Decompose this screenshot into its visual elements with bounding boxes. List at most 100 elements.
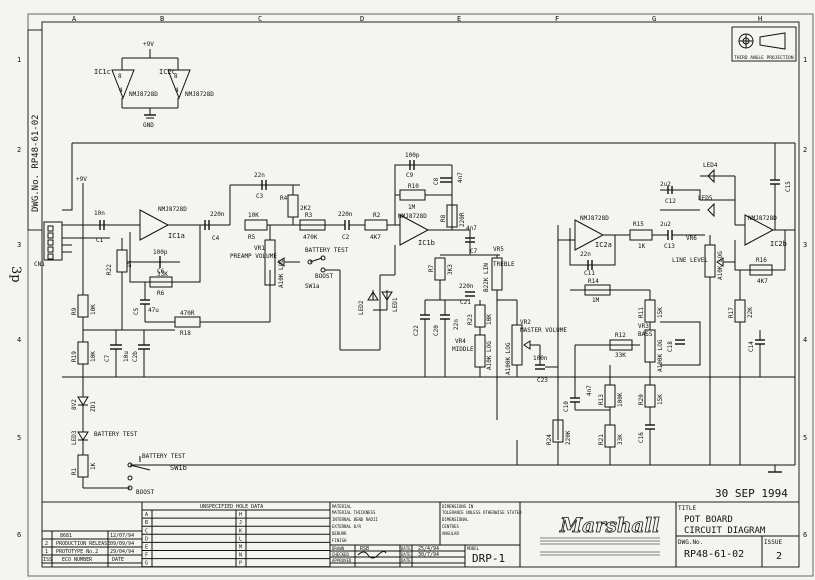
checked-date: 30/7/94 bbox=[418, 552, 439, 558]
c16-label: C16 bbox=[638, 432, 645, 443]
col-d-label: D bbox=[360, 15, 364, 23]
battery-test-switch-label: BATTERY TEST bbox=[305, 247, 349, 254]
r18-label: R18 bbox=[180, 330, 191, 337]
ic1c-symbol bbox=[111, 69, 135, 100]
r4-label: R4 bbox=[280, 195, 288, 202]
svg-text:4n7: 4n7 bbox=[466, 225, 477, 232]
svg-text:29/04/94: 29/04/94 bbox=[110, 549, 134, 555]
svg-text:MODEL: MODEL bbox=[467, 546, 480, 551]
r9-label: R9 bbox=[71, 307, 78, 315]
row-2-label: 2 bbox=[17, 146, 21, 154]
projection-cone-icon bbox=[759, 32, 786, 50]
r23-label: R23 bbox=[467, 314, 474, 325]
c3-label: C3 bbox=[256, 193, 264, 200]
r2-label: R2 bbox=[373, 212, 381, 219]
vr4-name: MIDDLE bbox=[452, 346, 474, 353]
vr1-name: PREAMP VOLUME bbox=[230, 253, 277, 260]
row-3-label-right: 3 bbox=[803, 241, 807, 249]
svg-text:10u: 10u bbox=[123, 351, 130, 362]
r14-label: R14 bbox=[588, 278, 599, 285]
row-2-label-right: 2 bbox=[803, 146, 807, 154]
hole-row-left-D: D bbox=[145, 536, 148, 542]
vr4-label: VR4 bbox=[455, 338, 466, 345]
drawing-border bbox=[41, 21, 800, 568]
hole-row-right-N: N bbox=[239, 553, 242, 559]
ic1a-symbol bbox=[139, 209, 170, 241]
svg-text:10n: 10n bbox=[94, 210, 105, 217]
revision-desc-0: 8681 bbox=[60, 533, 72, 539]
svg-text:1K: 1K bbox=[90, 462, 97, 470]
c4-label: C4 bbox=[212, 235, 220, 242]
svg-text:4: 4 bbox=[175, 87, 179, 94]
led5-symbol bbox=[707, 202, 715, 218]
issue-number: 2 bbox=[776, 551, 782, 562]
svg-text:1M: 1M bbox=[592, 297, 600, 304]
svg-text:DATE: DATE bbox=[112, 557, 124, 563]
svg-text:15K: 15K bbox=[657, 307, 664, 318]
svg-text:100p: 100p bbox=[405, 152, 420, 159]
svg-text:CHECKED: CHECKED bbox=[332, 552, 349, 557]
led3-label: LED3 bbox=[71, 430, 78, 445]
row-4-label: 4 bbox=[17, 336, 21, 344]
revision-desc-1: PRODUCTION RELEASE bbox=[56, 541, 110, 547]
svg-text:220n: 220n bbox=[338, 211, 353, 218]
c5-label: C5 bbox=[133, 307, 140, 315]
svg-text:FINISH: FINISH bbox=[332, 538, 347, 543]
svg-text:2: 2 bbox=[45, 541, 48, 547]
svg-text:DIMENSIONS IN: DIMENSIONS IN bbox=[442, 504, 474, 509]
marshall-logo: Marshall bbox=[559, 513, 660, 537]
row-1-label: 1 bbox=[17, 56, 21, 64]
zd1-symbol bbox=[77, 396, 89, 406]
c23-label: C23 bbox=[537, 377, 548, 384]
svg-text:NMJ8728D: NMJ8728D bbox=[748, 215, 777, 222]
model-number: DRP-1 bbox=[472, 552, 505, 565]
svg-text:22n: 22n bbox=[254, 172, 265, 179]
svg-text:220n: 220n bbox=[210, 211, 225, 218]
svg-text:100n: 100n bbox=[533, 355, 548, 362]
ic2a-label: IC2a bbox=[595, 241, 612, 249]
vr3-name: BASS bbox=[638, 331, 653, 338]
c2-label: C2 bbox=[342, 234, 350, 241]
row-6-label: 6 bbox=[17, 531, 21, 539]
c18-label: C18 bbox=[667, 341, 674, 352]
svg-text:DATE: DATE bbox=[401, 552, 411, 557]
led2-label: LED2 bbox=[358, 300, 365, 315]
r19-label: R19 bbox=[71, 351, 78, 362]
ic2c-label: IC2c bbox=[159, 68, 176, 76]
svg-text:INTERNAL BEND RADII: INTERNAL BEND RADII bbox=[332, 517, 378, 522]
hole-row-left-C: C bbox=[145, 528, 148, 534]
svg-text:2u2: 2u2 bbox=[660, 221, 671, 228]
r13-label: R13 bbox=[598, 394, 605, 405]
vr4-pot bbox=[474, 334, 486, 368]
svg-text:2K2: 2K2 bbox=[300, 205, 311, 212]
c6-label: C6 bbox=[157, 268, 165, 275]
svg-text:47u: 47u bbox=[148, 307, 159, 314]
svg-text:22K: 22K bbox=[747, 307, 754, 318]
circuit-wiring bbox=[43, 142, 796, 491]
c21-label: C21 bbox=[460, 299, 471, 306]
unspecified-hole-data: UNSPECIFIED HOLE DATA bbox=[200, 504, 263, 510]
svg-text:100p: 100p bbox=[153, 249, 168, 256]
c20-label: C20 bbox=[433, 325, 440, 336]
svg-text:DEBURR: DEBURR bbox=[332, 531, 347, 536]
svg-text:DRAWN: DRAWN bbox=[332, 546, 345, 551]
cn1-connector bbox=[43, 221, 63, 261]
ic2b-label: IC2b bbox=[770, 240, 787, 248]
hole-row-right-L: L bbox=[239, 536, 242, 542]
svg-text:4K7: 4K7 bbox=[370, 234, 381, 241]
svg-text:12/07/94: 12/07/94 bbox=[110, 533, 134, 539]
c15-label: C15 bbox=[785, 181, 792, 192]
svg-text:DWG.No.: DWG.No. bbox=[678, 539, 703, 546]
svg-text:DATE: DATE bbox=[401, 546, 411, 551]
c10-label: C10 bbox=[563, 401, 570, 412]
vr6-name: LINE LEVEL bbox=[672, 257, 709, 264]
svg-text:MATERIAL THICKNESS: MATERIAL THICKNESS bbox=[332, 510, 376, 515]
battery-test-label: BATTERY TEST bbox=[94, 431, 138, 438]
svg-text:C2b: C2b bbox=[132, 351, 139, 362]
r3-label: R3 bbox=[305, 212, 313, 219]
svg-text:A10K LOG: A10K LOG bbox=[486, 341, 493, 370]
svg-text:8: 8 bbox=[118, 73, 122, 80]
vr6-label: VR6 bbox=[686, 235, 697, 242]
svg-text:33K: 33K bbox=[617, 434, 624, 445]
